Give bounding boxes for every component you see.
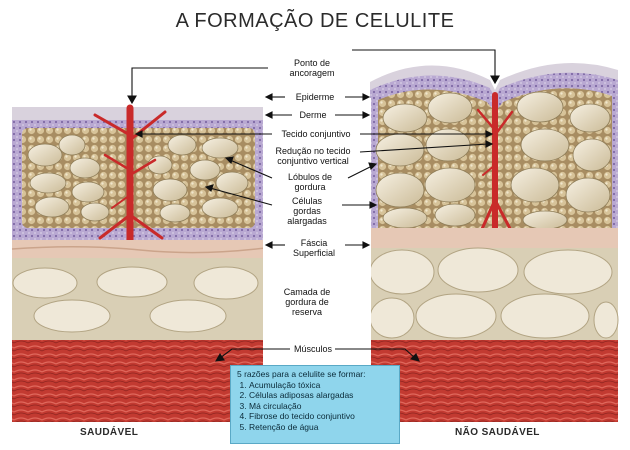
label-fascia-line1: Fáscia: [300, 238, 328, 248]
label-reserve-line1: Camada de: [283, 287, 331, 297]
healthy-tissue-block: [11, 104, 266, 422]
label-reduction-line2: conjuntivo vertical: [277, 156, 349, 166]
healthy-fascia: [12, 240, 265, 258]
label-fascia: Fáscia Superficial: [282, 238, 346, 258]
label-lobules-line2: gordura: [294, 182, 326, 192]
label-vertical-reduction: Redução no tecido conjuntivo vertical: [262, 146, 364, 166]
label-lobules-line1: Lóbulos de: [287, 172, 333, 182]
unhealthy-reserve-fat-cells: [369, 247, 619, 339]
reason-item: Fibrose do tecido conjuntivo: [249, 411, 393, 422]
healthy-epidermis: [12, 107, 265, 120]
label-reduction-line1: Redução no tecido: [275, 146, 351, 156]
label-column: [263, 98, 371, 368]
label-cells-line2: gordas: [293, 206, 321, 216]
diagram-title: A FORMAÇÃO DE CELULITE: [175, 10, 455, 32]
unhealthy-fascia: [370, 228, 618, 248]
label-cells-line1: Células: [291, 196, 322, 206]
label-anchor-line2: ancoragem: [289, 68, 335, 78]
healthy-reserve-fat-cells: [12, 266, 259, 333]
caption-unhealthy: NÃO SAUDÁVEL: [455, 427, 540, 438]
pointer-lines: [127, 49, 500, 362]
label-fascia-line2: Superficial: [292, 248, 336, 258]
reasons-heading: 5 razões para a celulite se formar:: [237, 369, 366, 379]
reason-item: Acumulação tóxica: [249, 380, 393, 391]
unhealthy-fat-cells: [375, 91, 612, 230]
reason-item: Células adiposas alargadas: [249, 390, 393, 401]
unhealthy-muscle: [370, 340, 618, 422]
label-cells-line3: alargadas: [287, 216, 327, 226]
label-reserve-line2: gordura de: [285, 297, 329, 307]
reason-item: Retenção de água: [249, 422, 393, 433]
label-reserve-fat: Camada de gordura de reserva: [272, 287, 342, 317]
label-connective-tissue: Tecido conjuntivo: [281, 129, 351, 139]
unhealthy-tissue-block: [369, 62, 619, 422]
caption-healthy: SAUDÁVEL: [80, 427, 139, 438]
label-reserve-line3: reserva: [291, 307, 322, 317]
label-enlarged-cells: Células gordas alargadas: [272, 196, 342, 226]
healthy-muscle: [12, 340, 265, 422]
label-anchor-point: Ponto de ancoragem: [272, 58, 352, 78]
label-muscles: Músculos: [293, 344, 332, 354]
label-fat-lobules: Lóbulos de gordura: [272, 172, 348, 192]
reason-item: Má circulação: [249, 401, 393, 412]
reasons-list: Acumulação tóxica Células adiposas alarg…: [237, 380, 393, 433]
label-dermis: Derme: [299, 110, 327, 120]
label-epidermis: Epiderme: [295, 92, 335, 102]
label-anchor-line1: Ponto de: [293, 58, 331, 68]
reasons-box: 5 razões para a celulite se formar: Acum…: [230, 365, 400, 444]
healthy-connective-tissue: [93, 104, 167, 244]
